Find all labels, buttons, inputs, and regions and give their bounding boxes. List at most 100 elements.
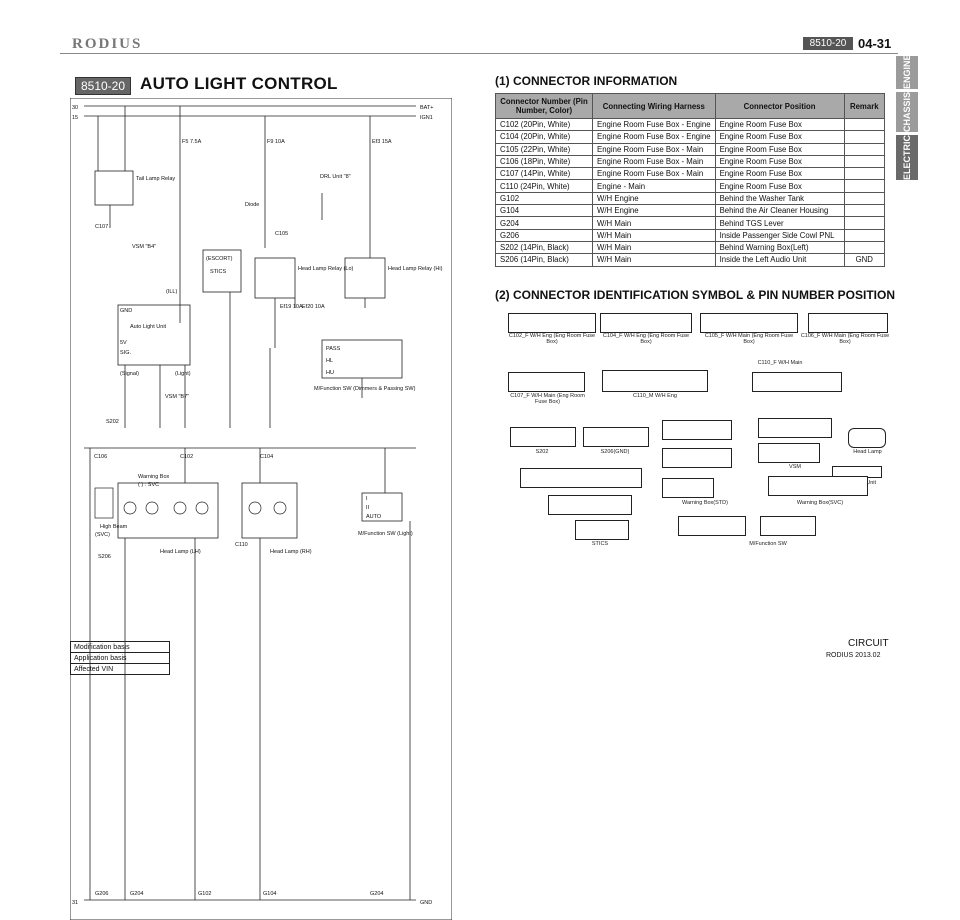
cell: Behind the Washer Tank <box>714 191 845 206</box>
caption-c107: C107_F W/H Main (Eng Room Fuse Box) <box>510 393 585 405</box>
connector-vsm-a-symbol <box>758 418 832 438</box>
cell <box>843 216 886 230</box>
drl-unit-label: DRL Unit "8" <box>320 174 351 180</box>
footer-row-application: Application basis <box>70 652 170 664</box>
high-beam-label: High Beam <box>100 524 128 530</box>
cell <box>843 130 886 144</box>
cell: G204 <box>495 216 593 230</box>
connector-info-title: (1) CONNECTOR INFORMATION <box>495 74 678 88</box>
connector-s206-symbol <box>583 427 649 447</box>
cell <box>843 154 886 169</box>
header-rule <box>60 53 898 54</box>
footer-row-vin: Affected VIN <box>70 663 170 675</box>
connector-c102-symbol <box>508 313 596 333</box>
bus-31-label: 31 <box>72 900 78 906</box>
s206-label: S206 <box>98 554 111 560</box>
head-relay-lo-label: Head Lamp Relay (Lo) <box>298 266 354 272</box>
fuse-f5-label: F5 7.5A <box>182 139 202 145</box>
ef20-label: Ef20 10A <box>302 304 325 310</box>
s202-label: S202 <box>106 419 119 425</box>
side-tab-electric[interactable]: ELECTRIC <box>896 135 918 180</box>
cell: Engine Room Fuse Box - Main <box>592 167 716 181</box>
cell <box>843 117 886 132</box>
sig-pin-label: SIG. <box>120 350 131 356</box>
connector-stics-b-symbol <box>548 495 632 515</box>
head-relay-hi-label: Head Lamp Relay (Hi) <box>388 266 443 272</box>
connector-wb-svc-symbol <box>768 476 868 496</box>
cell: S206 (14Pin, Black) <box>495 253 593 267</box>
connector-c110f-symbol <box>752 372 842 392</box>
table-row: C106 (18Pin, White)Engine Room Fuse Box … <box>495 154 886 169</box>
cell: C107 (14Pin, White) <box>495 167 593 181</box>
cell: Engine Room Fuse Box - Main <box>592 142 716 156</box>
connector-wb-std-a-symbol <box>662 420 732 440</box>
cell: Engine Room Fuse Box <box>714 117 845 132</box>
ill-label: (ILL) <box>166 289 177 295</box>
cell <box>843 240 886 255</box>
cell: Engine Room Fuse Box - Main <box>592 154 716 169</box>
tail-relay-label: Tail Lamp Relay <box>136 176 175 182</box>
head-rh-label: Head Lamp (RH) <box>270 549 312 555</box>
hl-label: HL <box>326 358 333 364</box>
connector-c110m-symbol <box>602 370 708 392</box>
cell: G206 <box>495 228 593 242</box>
cell: Engine Room Fuse Box <box>714 179 845 193</box>
col-connector-number: Connector Number (Pin Number, Color) <box>495 93 593 119</box>
side-tab-chassis[interactable]: CHASSIS <box>896 92 918 132</box>
mf-pass-label: M/Function SW (Dimmers & Passing SW) <box>314 386 416 392</box>
connector-c107-symbol <box>508 372 585 392</box>
connector-c104-symbol <box>600 313 692 333</box>
cell: Engine Room Fuse Box <box>714 154 845 169</box>
light-label: (Light) <box>175 371 191 377</box>
cell: G102 <box>495 191 593 206</box>
sw-i-label: I <box>366 496 368 502</box>
section-code-badge: 8510-20 <box>803 37 853 50</box>
cell <box>843 228 886 242</box>
vsm-b4-label: VSM "B4" <box>132 244 156 250</box>
table-header-row: Connector Number (Pin Number, Color) Con… <box>495 93 886 119</box>
c106-label: C106 <box>94 454 107 460</box>
caption-c102: C102_F W/H Eng (Eng Room Fuse Box) <box>508 333 596 345</box>
g102-label: G102 <box>198 891 211 897</box>
cell: C102 (20Pin, White) <box>495 117 593 132</box>
pass-label: PASS <box>326 346 341 352</box>
caption-s202: S202 <box>535 449 549 455</box>
bus-30-label: 30 <box>72 105 78 111</box>
connector-stics-c-symbol <box>575 520 629 540</box>
cell: Inside the Left Audio Unit <box>714 253 845 267</box>
auto-unit-label: Auto Light Unit <box>130 324 167 330</box>
hu-label: HU <box>326 370 334 376</box>
connector-wb-std-c-symbol <box>662 478 714 498</box>
svc-note-label: ( ) : SVC <box>138 482 159 488</box>
sw-ii-label: II <box>366 505 370 511</box>
cell: W/H Main <box>592 216 716 230</box>
table-row: C102 (20Pin, White)Engine Room Fuse Box … <box>495 117 886 132</box>
cell: G104 <box>495 204 593 218</box>
cell: Inside Passenger Side Cowl PNL <box>714 228 845 242</box>
g206-label: G206 <box>95 891 108 897</box>
caption-c106: C106_F W/H Main (Eng Room Fuse Box) <box>800 333 890 345</box>
side-tab-engine[interactable]: ENGINE <box>896 54 918 89</box>
sw-auto-label: AUTO <box>366 514 382 520</box>
revision-table: Modification basis Application basis Aff… <box>70 641 170 675</box>
cell: Engine Room Fuse Box <box>714 167 845 181</box>
connector-head-lamp-symbol <box>848 428 886 448</box>
diode-label: Diode <box>245 202 259 208</box>
cell: Behind TGS Lever <box>714 216 845 230</box>
cell <box>843 191 886 206</box>
connector-wb-std-b-symbol <box>662 448 732 468</box>
caption-head-lamp: Head Lamp <box>853 449 882 455</box>
svc-label: (SVC) <box>95 532 110 538</box>
connector-stics-a-symbol <box>520 468 642 488</box>
section-title: AUTO LIGHT CONTROL <box>140 74 338 93</box>
fuse-f9-label: F9 10A <box>267 139 285 145</box>
table-row: C105 (22Pin, White)Engine Room Fuse Box … <box>495 142 886 156</box>
cell: Behind Warning Box(Left) <box>714 240 845 255</box>
section-badge: 8510-20 <box>75 77 131 95</box>
signal-label: (Signal) <box>120 371 139 377</box>
